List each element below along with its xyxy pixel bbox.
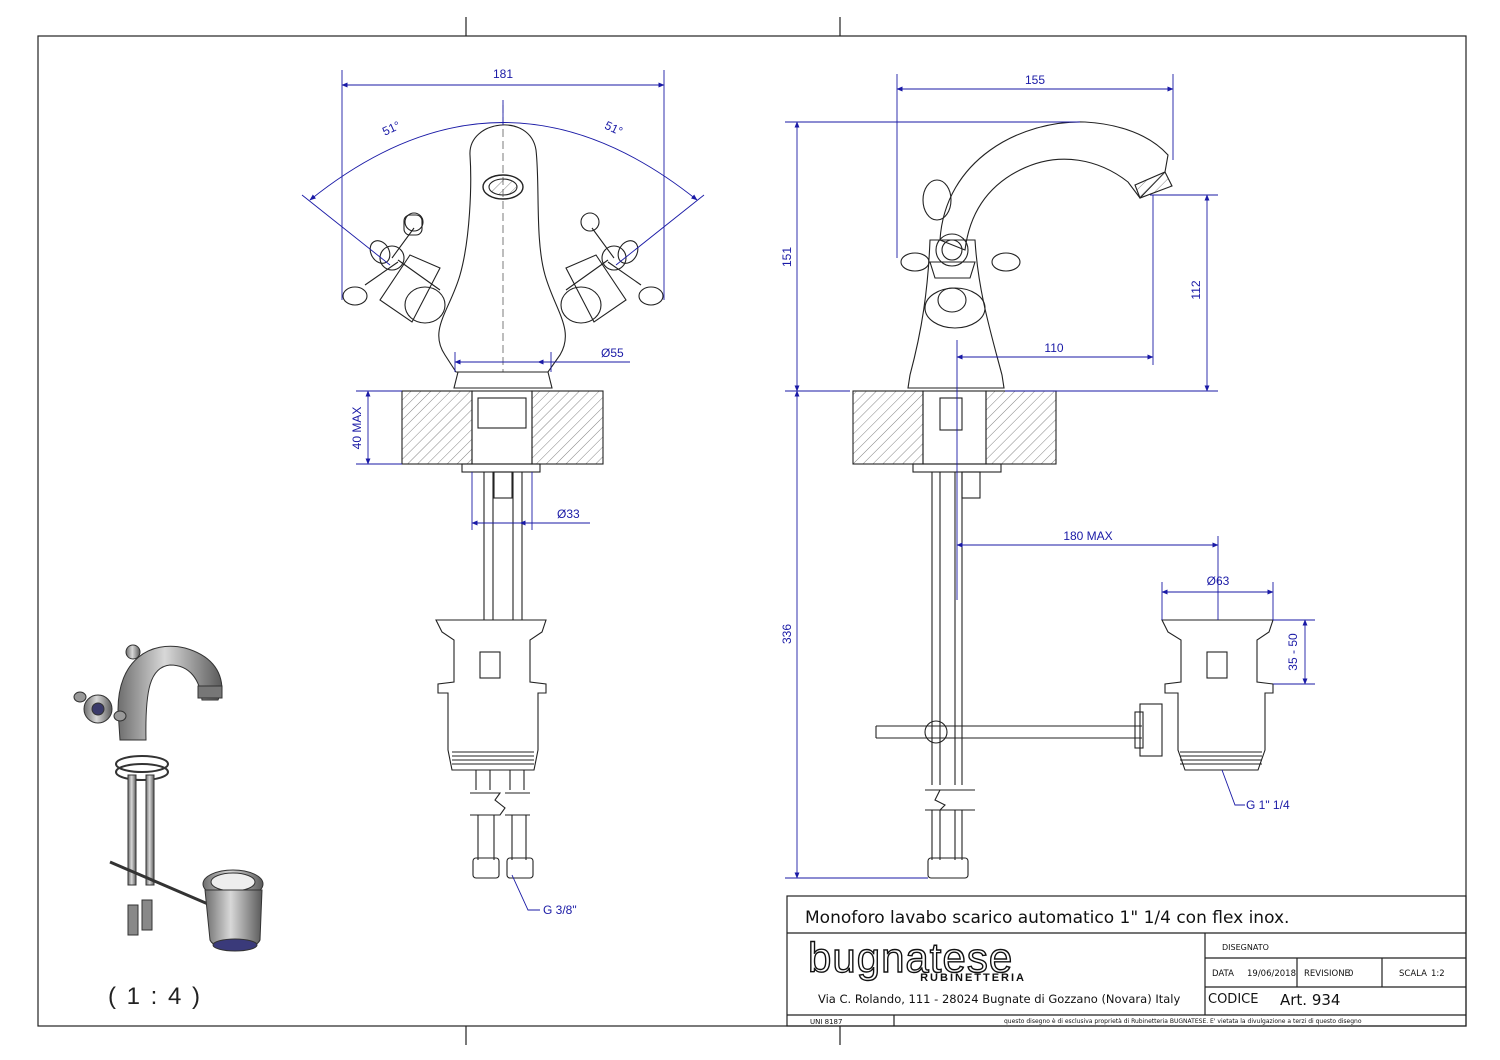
dim-below-height: 336 bbox=[780, 624, 794, 644]
counter-section-left bbox=[401, 390, 473, 465]
product-description: Monoforo lavabo scarico automatico 1" 1/… bbox=[805, 908, 1289, 928]
date-label: DATA bbox=[1212, 969, 1234, 979]
side-counter-left bbox=[852, 390, 924, 465]
preview-scale-label: ( 1 : 4 ) bbox=[108, 983, 202, 1010]
brand-logo: bugnatese bbox=[808, 934, 1013, 981]
side-view bbox=[852, 121, 1274, 879]
dim-waste-height: 35 - 50 bbox=[1286, 633, 1300, 671]
title-block bbox=[786, 895, 1467, 1027]
front-view bbox=[342, 105, 664, 879]
scale-value: 1:2 bbox=[1431, 969, 1445, 979]
dim-max-thickness: 40 MAX bbox=[350, 407, 364, 450]
front-waste bbox=[435, 619, 547, 771]
right-cross-handle bbox=[560, 212, 664, 324]
dim-angle-right: 51° bbox=[603, 118, 626, 138]
side-body bbox=[907, 239, 1005, 389]
dim-rod-length: 180 MAX bbox=[1063, 529, 1112, 543]
side-counter-right bbox=[985, 390, 1057, 465]
dim-front-width: 181 bbox=[493, 67, 513, 81]
standard-label: UNI 8187 bbox=[810, 1018, 842, 1026]
dim-angle-left: 51° bbox=[380, 118, 403, 138]
brand-subtitle: RUBINETTERIA bbox=[920, 972, 1026, 984]
revision-label: REVISIONE bbox=[1304, 969, 1350, 979]
revision-value: 0 bbox=[1348, 969, 1353, 979]
dim-waste-thread: G 1" 1/4 bbox=[1246, 798, 1290, 812]
dimension-lines bbox=[301, 70, 1315, 911]
dim-pipe-thread: G 3/8" bbox=[543, 903, 577, 917]
dim-spout-reach: 155 bbox=[1025, 73, 1045, 87]
ownership-disclaimer: questo disegno è di esclusiva proprietà … bbox=[1004, 1018, 1362, 1025]
dim-spout-height: 112 bbox=[1189, 280, 1203, 299]
dim-base-diameter: Ø55 bbox=[601, 346, 624, 360]
product-3d-preview bbox=[73, 644, 264, 952]
code-value: Art. 934 bbox=[1280, 991, 1340, 1009]
sheet-frame bbox=[37, 17, 1467, 1045]
dim-shank-diameter: Ø33 bbox=[557, 507, 580, 521]
company-address: Via C. Rolando, 111 - 28024 Bugnate di G… bbox=[818, 992, 1180, 1006]
drawn-label: DISEGNATO bbox=[1222, 943, 1269, 952]
scale-label: SCALA bbox=[1399, 969, 1427, 979]
counter-section-right bbox=[531, 390, 604, 465]
dimension-labels: 181 51° 51° Ø55 40 MAX Ø33 G 3/8" 155 15… bbox=[350, 67, 1300, 917]
dim-total-height: 151 bbox=[780, 247, 794, 267]
spout bbox=[939, 121, 1169, 251]
side-waste bbox=[1161, 619, 1274, 771]
dim-waste-diameter: Ø63 bbox=[1207, 574, 1230, 588]
date-value: 19/06/2018 bbox=[1247, 969, 1296, 979]
code-label: CODICE bbox=[1208, 992, 1258, 1007]
left-cross-handle bbox=[342, 212, 446, 324]
faucet-body bbox=[438, 124, 566, 373]
dim-spout-offset: 110 bbox=[1044, 341, 1063, 355]
